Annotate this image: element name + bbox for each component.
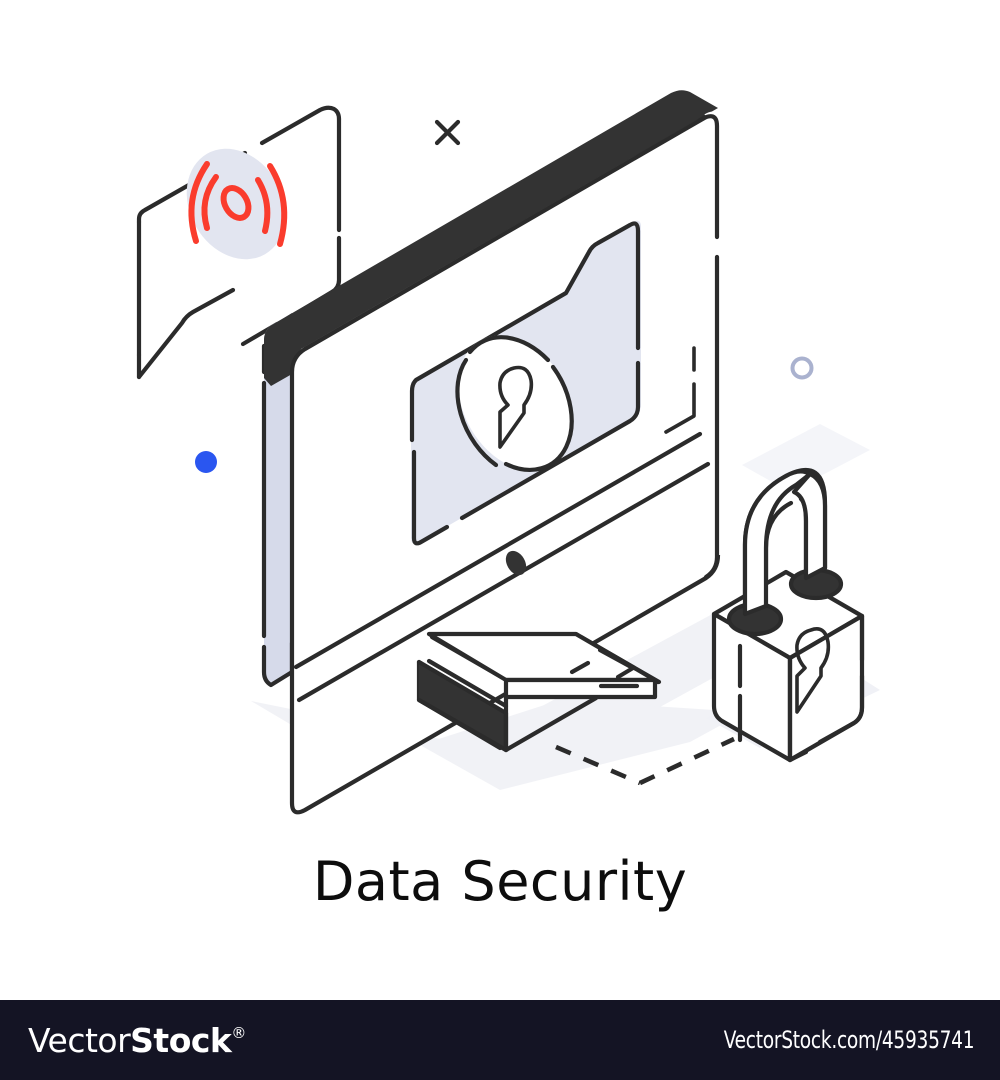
close-icon (434, 119, 461, 146)
logo-light-part: Vector (28, 1020, 131, 1060)
data-security-illustration: .ln { fill:none; stroke:#2b2b2b; stroke-… (136, 90, 880, 815)
monitor (261, 90, 721, 815)
ring-icon (790, 356, 814, 380)
connector-dashed-line (555, 736, 735, 786)
padlock (711, 468, 865, 763)
signal-icon (186, 148, 288, 260)
watermark-url: VectorStock.com/45935741 (723, 1026, 974, 1054)
folder-lock (409, 220, 641, 546)
blue-dot (195, 451, 217, 473)
logo-bold-part: Stock (130, 1020, 232, 1060)
webcam-dot (505, 550, 527, 576)
registered-mark-icon: ® (231, 1023, 246, 1042)
keyhole-icon (498, 365, 534, 449)
